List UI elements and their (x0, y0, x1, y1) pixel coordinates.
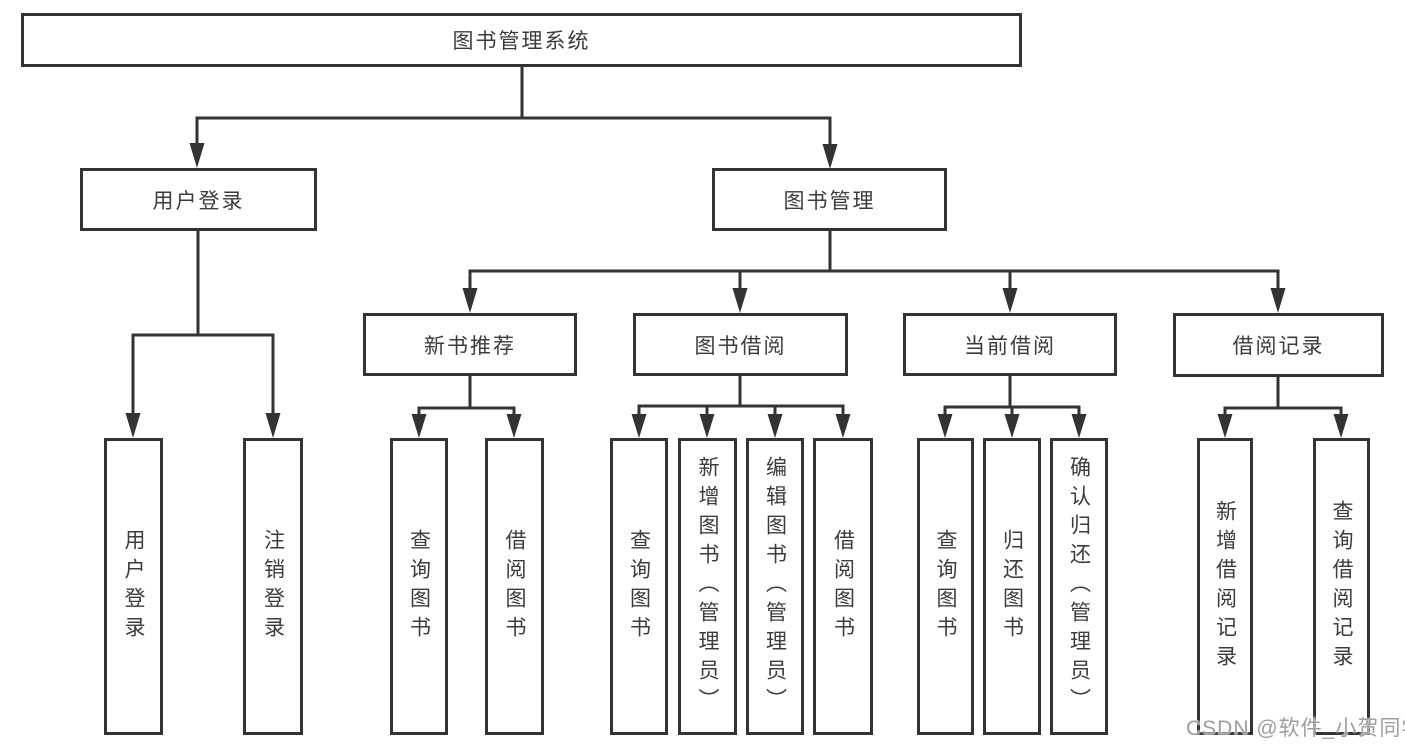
node-book-management: 图书管理 (712, 168, 947, 231)
connector-new-book-recommend-branch (411, 374, 522, 438)
arrowhead-icon (835, 414, 851, 438)
node-leaf-query-books-borrow: 查询图书 (610, 438, 668, 735)
arrowhead-icon (1333, 414, 1349, 438)
arrowhead-icon (1004, 414, 1020, 438)
arrowhead-icon (822, 144, 838, 169)
connector-book-management-branch (462, 230, 1286, 313)
node-new-book-recommend: 新书推荐 (363, 313, 577, 376)
node-book-borrow: 图书借阅 (633, 313, 848, 376)
node-current-borrow: 当前借阅 (903, 313, 1117, 376)
node-leaf-logout: 注销登录 (243, 438, 303, 735)
node-leaf-add-books-admin: 新增图书（管理员） (678, 438, 737, 735)
connector-book-borrow-branch (631, 374, 851, 438)
node-leaf-return-books: 归还图书 (983, 438, 1041, 735)
arrowhead-icon (189, 143, 205, 168)
arrowhead-icon (631, 414, 647, 438)
arrowhead-icon (506, 414, 522, 438)
arrowhead-icon (767, 414, 783, 438)
connector-root-to-level2 (189, 66, 838, 169)
csdn-watermark: CSDN @软件_小贺同学 (1186, 717, 1405, 740)
connector-user-login-branch (125, 230, 281, 438)
arrowhead-icon (125, 413, 141, 438)
node-leaf-query-books-current: 查询图书 (917, 438, 974, 735)
node-leaf-edit-books-admin: 编辑图书（管理员） (746, 438, 804, 735)
arrowhead-icon (1217, 414, 1233, 438)
node-leaf-query-books-recommend: 查询图书 (390, 438, 448, 735)
node-borrow-records: 借阅记录 (1173, 313, 1384, 377)
connector-borrow-records-branch (1217, 374, 1349, 438)
connector-current-borrow-branch (937, 374, 1087, 438)
node-leaf-borrow-books-recommend: 借阅图书 (485, 438, 544, 735)
arrowhead-icon (462, 288, 478, 313)
node-root-library-system: 图书管理系统 (21, 13, 1022, 67)
node-leaf-borrow-books: 借阅图书 (813, 438, 873, 735)
node-leaf-user-login: 用户登录 (104, 438, 163, 735)
arrowhead-icon (411, 414, 427, 438)
node-leaf-query-borrow-record: 查询借阅记录 (1313, 438, 1370, 735)
arrowhead-icon (1270, 288, 1286, 313)
node-leaf-add-borrow-record: 新增借阅记录 (1197, 438, 1253, 735)
arrowhead-icon (699, 414, 715, 438)
arrowhead-icon (1071, 414, 1087, 438)
arrowhead-icon (1002, 288, 1018, 313)
node-user-login: 用户登录 (80, 168, 317, 231)
arrowhead-icon (265, 413, 281, 438)
node-leaf-confirm-return-admin: 确认归还（管理员） (1050, 438, 1108, 735)
arrowhead-icon (732, 288, 748, 313)
arrowhead-icon (937, 414, 953, 438)
